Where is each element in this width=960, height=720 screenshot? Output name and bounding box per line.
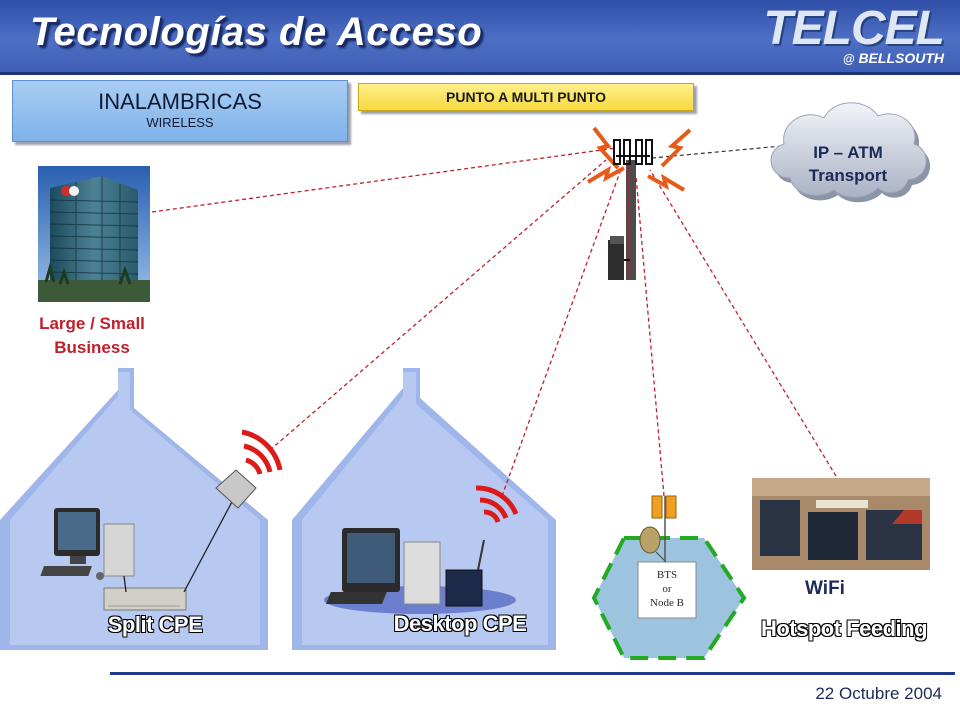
- ip-atm-cloud-icon: [770, 102, 931, 203]
- dish-icon: [639, 526, 661, 554]
- lightning-icon-2: [586, 165, 625, 184]
- computer-tower-icon-2: [403, 541, 441, 605]
- wifi-label: WiFi: [805, 578, 845, 599]
- ip-atm-label: IP – ATM Transport: [778, 141, 918, 187]
- link-desktop-cpe: [501, 171, 621, 497]
- house-split-cpe: [0, 368, 268, 650]
- wireless-links: [151, 147, 837, 497]
- bts-label-line3: Node B: [650, 597, 684, 609]
- lightning-icon-3: [660, 128, 692, 168]
- lightning-icon-4: [647, 173, 686, 192]
- split-cpe-equipment: [40, 429, 283, 611]
- link-hotspot: [649, 169, 837, 477]
- logo-at: @: [842, 52, 855, 66]
- bts-label-line2: or: [662, 583, 672, 595]
- link-split-cpe: [269, 159, 607, 451]
- logo-subtitle: @ BELLSOUTH: [763, 50, 944, 66]
- business-label: Large / Small Business: [12, 312, 172, 360]
- bts-label-line1: BTS: [656, 569, 678, 581]
- modem-icon: [103, 587, 187, 611]
- telcel-logo: TELCEL @ BELLSOUTH: [763, 2, 945, 67]
- hotspot-storefront-icon: [752, 478, 930, 570]
- desktop-cpe-label: Desktop CPE: [393, 611, 527, 636]
- business-label-line1: Large / Small: [39, 314, 145, 333]
- cell-tower-icon: [586, 126, 692, 280]
- logo-subtitle-text: BELLSOUTH: [858, 50, 944, 66]
- signal-waves-icon: [245, 457, 263, 475]
- link-bts: [635, 175, 665, 497]
- hotspot-feeding-label: Hotspot Feeding: [760, 616, 928, 641]
- wireless-subtitle: WIRELESS: [146, 115, 214, 130]
- logo-brand: TELCEL: [763, 2, 945, 55]
- link-business: [151, 147, 617, 213]
- desktop-modem-icon: [445, 569, 483, 607]
- split-cpe-label: Split CPE: [107, 612, 203, 637]
- computer-tower-icon: [103, 523, 135, 577]
- signal-waves-icon-2: [483, 509, 501, 523]
- antenna-panel-icon: [215, 469, 257, 509]
- ip-atm-label-line1: IP – ATM: [813, 143, 883, 162]
- bts-cell-hexagon: [591, 495, 747, 660]
- inalambricas-box: INALAMBRICAS WIRELESS: [12, 80, 348, 142]
- ip-atm-label-line2: Transport: [808, 166, 888, 185]
- desktop-cpe-equipment: [324, 485, 519, 614]
- business-label-line2: Business: [54, 338, 130, 357]
- footer-divider: [110, 672, 955, 675]
- keyboard-icon-2: [325, 592, 387, 604]
- slide-date: 22 Octubre 2004: [815, 684, 942, 703]
- bts-box: [637, 561, 697, 619]
- slide-title: Tecnologías de Acceso: [30, 10, 483, 54]
- inalambricas-title: INALAMBRICAS: [98, 89, 262, 114]
- punto-multipunto-box: PUNTO A MULTI PUNTO: [358, 83, 694, 111]
- keyboard-icon: [40, 566, 92, 576]
- bts-label: BTS or Node B: [640, 568, 694, 610]
- slide-header: Tecnologías de Acceso TELCEL @ BELLSOUTH: [0, 0, 960, 75]
- lightning-icon-1: [592, 126, 620, 170]
- office-building-icon: [38, 166, 150, 302]
